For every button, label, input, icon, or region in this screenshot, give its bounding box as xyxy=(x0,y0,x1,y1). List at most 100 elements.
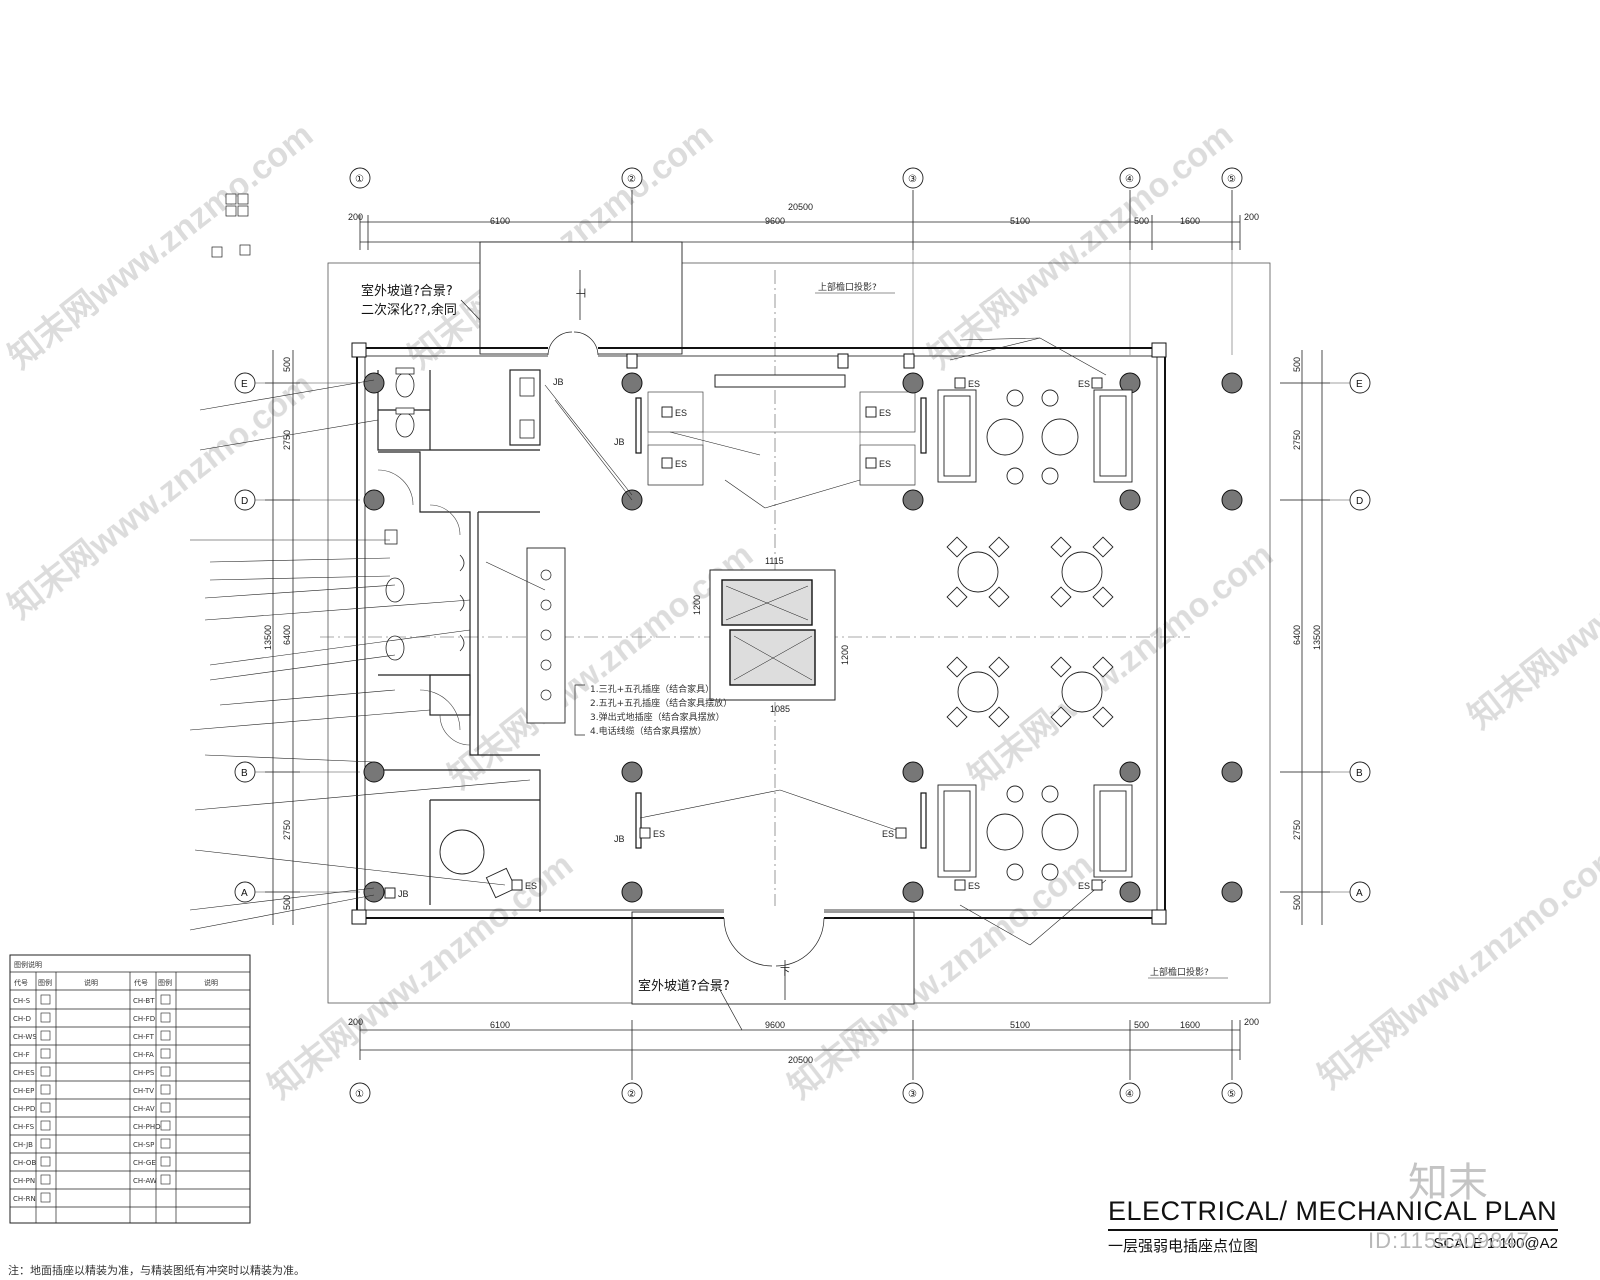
bar-note-4: 4.电话线缆（结合家具摆放） xyxy=(590,725,707,737)
legend-code: CH-SP xyxy=(133,1141,154,1149)
axis-col-2: ② xyxy=(627,174,636,185)
legend-header: 图例 xyxy=(38,978,52,987)
legend-symbol xyxy=(40,1066,51,1077)
legend-code: CH-PD xyxy=(13,1105,35,1113)
bottom-door xyxy=(724,906,824,926)
axis-row-b-right: B xyxy=(1356,768,1363,779)
legend-code: CH-S xyxy=(13,997,31,1005)
legend-code: CH-ES xyxy=(13,1069,35,1077)
dining-sets xyxy=(946,536,1114,728)
legend-symbol xyxy=(40,994,51,1005)
leader-lines-center xyxy=(485,337,1107,946)
legend-symbol xyxy=(160,1066,171,1077)
dim-bottom-4: 500 xyxy=(1134,1020,1149,1030)
bar-note-2: 2.五孔+五孔插座（结合家具摆放） xyxy=(590,697,732,709)
legend-symbol xyxy=(160,1048,171,1059)
axis-col-3: ③ xyxy=(908,174,917,185)
urinal-fixtures xyxy=(459,554,465,652)
socket-label: ES xyxy=(1078,379,1090,389)
jb-label: JB xyxy=(614,437,625,447)
bar-note-1: 1.三孔+五孔插座（结合家具） xyxy=(590,683,714,695)
bottom-ramp-note: 室外坡道?合景? xyxy=(638,978,730,994)
dim-right-2: 6400 xyxy=(1292,625,1302,645)
sofa-lower-left xyxy=(937,784,977,878)
bottom-dimension-chain xyxy=(359,1020,1241,1080)
top-eave-note: 上部檐口投影? xyxy=(818,281,877,293)
legend-symbol xyxy=(40,1174,51,1185)
dim-left-2: 6400 xyxy=(282,625,292,645)
legend-symbol xyxy=(40,1012,51,1023)
legend-code: CH-EP xyxy=(13,1087,34,1095)
dim-equipment-width: 1115 xyxy=(765,556,784,566)
legend-symbol xyxy=(40,1156,51,1167)
subtitle-row: 一层强弱电插座点位图 SCALE 1:100@A2 xyxy=(1108,1235,1558,1256)
right-dimension-chain xyxy=(1280,350,1330,925)
meeting-table xyxy=(439,829,485,875)
legend-code: CH-WS xyxy=(13,1033,37,1041)
watermark-text: 知末网www.znzmo.com xyxy=(962,536,1281,797)
watermark-text: 知末网www.znzmo.com xyxy=(2,366,321,627)
legend-code: CH-TV xyxy=(133,1087,154,1095)
drawing-id-stamp: ID:1155309847 xyxy=(1368,1228,1530,1253)
legend-symbol xyxy=(40,1102,51,1113)
socket-label: ES xyxy=(879,408,891,418)
dim-top-2: 9600 xyxy=(765,216,785,226)
interior-door-swings xyxy=(377,469,471,746)
legend-table xyxy=(9,954,251,1224)
top-ramp xyxy=(479,241,683,355)
legend-code: CH-FT xyxy=(133,1033,155,1041)
dim-bottom-5: 1600 xyxy=(1180,1020,1200,1030)
bar-note-3: 3.弹出式地插座（结合家具摆放） xyxy=(590,711,725,723)
legend-symbol xyxy=(40,1048,51,1059)
axis-col-4: ④ xyxy=(1125,174,1134,185)
floor-box-link xyxy=(647,431,915,486)
axis-row-e-right: E xyxy=(1356,379,1363,390)
up-arrow-label: 上 xyxy=(576,288,588,298)
socket-label: ES xyxy=(968,379,980,389)
legend-symbol xyxy=(40,1138,51,1149)
dim-bottom-6: 200 xyxy=(1244,1017,1259,1027)
dim-left-1: 2750 xyxy=(282,430,292,450)
display-panels xyxy=(635,397,927,849)
legend-code: CH-AW xyxy=(133,1177,157,1185)
axis-col-4-bottom: ④ xyxy=(1125,1089,1134,1100)
dim-left-overall: 13500 xyxy=(263,625,273,650)
counter-outlets xyxy=(540,569,552,701)
drawing-scale: SCALE 1:100@A2 xyxy=(1433,1235,1558,1252)
top-ramp-note-2: 二次深化??,余同 xyxy=(361,302,457,318)
grid-row-bubbles xyxy=(234,372,1371,903)
dim-left-0: 500 xyxy=(282,357,292,372)
socket-label: ES xyxy=(675,408,687,418)
watermark-text: 知末网www.znzmo.com xyxy=(2,116,321,377)
axis-col-3-bottom: ③ xyxy=(908,1089,917,1100)
dim-right-3: 2750 xyxy=(1292,820,1302,840)
top-ramp-note: 室外坡道?合景? xyxy=(361,283,453,299)
dim-top-6: 200 xyxy=(1244,212,1259,222)
legend-header: 代号 xyxy=(14,978,28,987)
socket-label: ES xyxy=(525,881,537,891)
structural-columns xyxy=(363,372,1243,903)
dim-right-1: 2750 xyxy=(1292,430,1302,450)
north-symbols xyxy=(211,193,251,258)
bottom-ramp xyxy=(631,911,915,1005)
axis-row-b: B xyxy=(241,768,248,779)
equipment-hatch xyxy=(725,585,813,681)
socket-label: ES xyxy=(968,881,980,891)
dim-equipment-height: 1200 xyxy=(692,595,702,615)
dim-top-0: 200 xyxy=(348,212,363,222)
sofa-upper-left xyxy=(937,389,977,483)
dim-bottom-0: 200 xyxy=(348,1017,363,1027)
dim-left-4: 500 xyxy=(282,895,292,910)
wall-posts xyxy=(351,342,1167,925)
axis-row-a-right: A xyxy=(1356,888,1363,899)
equipment-upper xyxy=(721,579,813,626)
top-kiosk xyxy=(714,374,846,388)
legend-title: 图例说明 xyxy=(14,960,42,969)
legend-code: CH-RN xyxy=(13,1195,36,1203)
legend-code: CH-JB xyxy=(13,1141,33,1149)
jb-label: JB xyxy=(614,834,625,844)
jb-label: JB xyxy=(553,377,564,387)
floor-box-1 xyxy=(647,391,704,433)
